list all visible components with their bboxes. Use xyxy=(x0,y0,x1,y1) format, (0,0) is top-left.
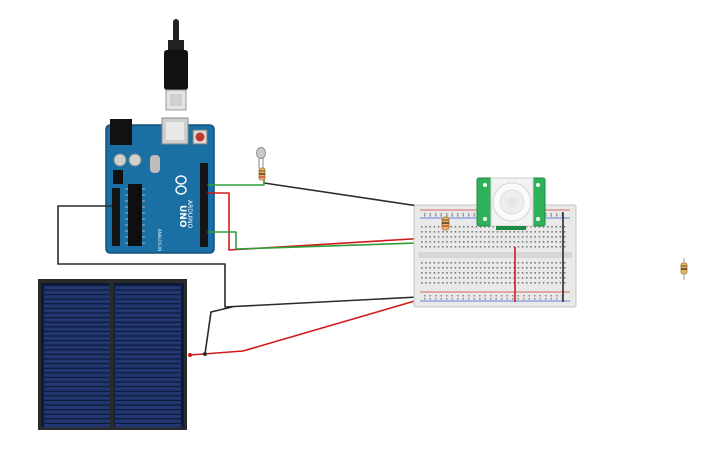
pir-motion-sensor[interactable] xyxy=(476,177,546,230)
wire-green-pin-to-led xyxy=(207,177,265,186)
wire-green-pin-to-pir xyxy=(207,231,511,250)
led[interactable] xyxy=(256,147,266,169)
arduino-uno-board[interactable]: ARDUINO UNO ANALOG IN xyxy=(105,117,215,254)
reset-button[interactable] xyxy=(192,129,208,145)
digital-pin-header[interactable] xyxy=(200,163,208,247)
wire-black-solar xyxy=(204,306,233,355)
wire-red-pin-to-resistor xyxy=(207,192,446,251)
resistor-led[interactable] xyxy=(258,167,266,181)
resistor-stray[interactable] xyxy=(680,258,688,280)
power-pin-header[interactable] xyxy=(112,188,120,246)
breadboard[interactable] xyxy=(413,204,577,308)
analog-label: ANALOG IN xyxy=(157,229,162,251)
wire-black-gnd-rail xyxy=(57,205,419,308)
usb-cable[interactable] xyxy=(164,19,188,111)
breadboard-holes xyxy=(421,213,566,300)
board-model: UNO xyxy=(177,205,187,228)
wire-red-solar xyxy=(189,297,426,356)
board-brand: ARDUINO xyxy=(186,200,193,229)
resistor-breadboard[interactable] xyxy=(441,216,450,231)
arduino-logo xyxy=(175,175,187,195)
microcontroller-chip xyxy=(128,184,142,246)
solar-panel[interactable] xyxy=(38,279,187,430)
solar-cells xyxy=(44,286,181,428)
